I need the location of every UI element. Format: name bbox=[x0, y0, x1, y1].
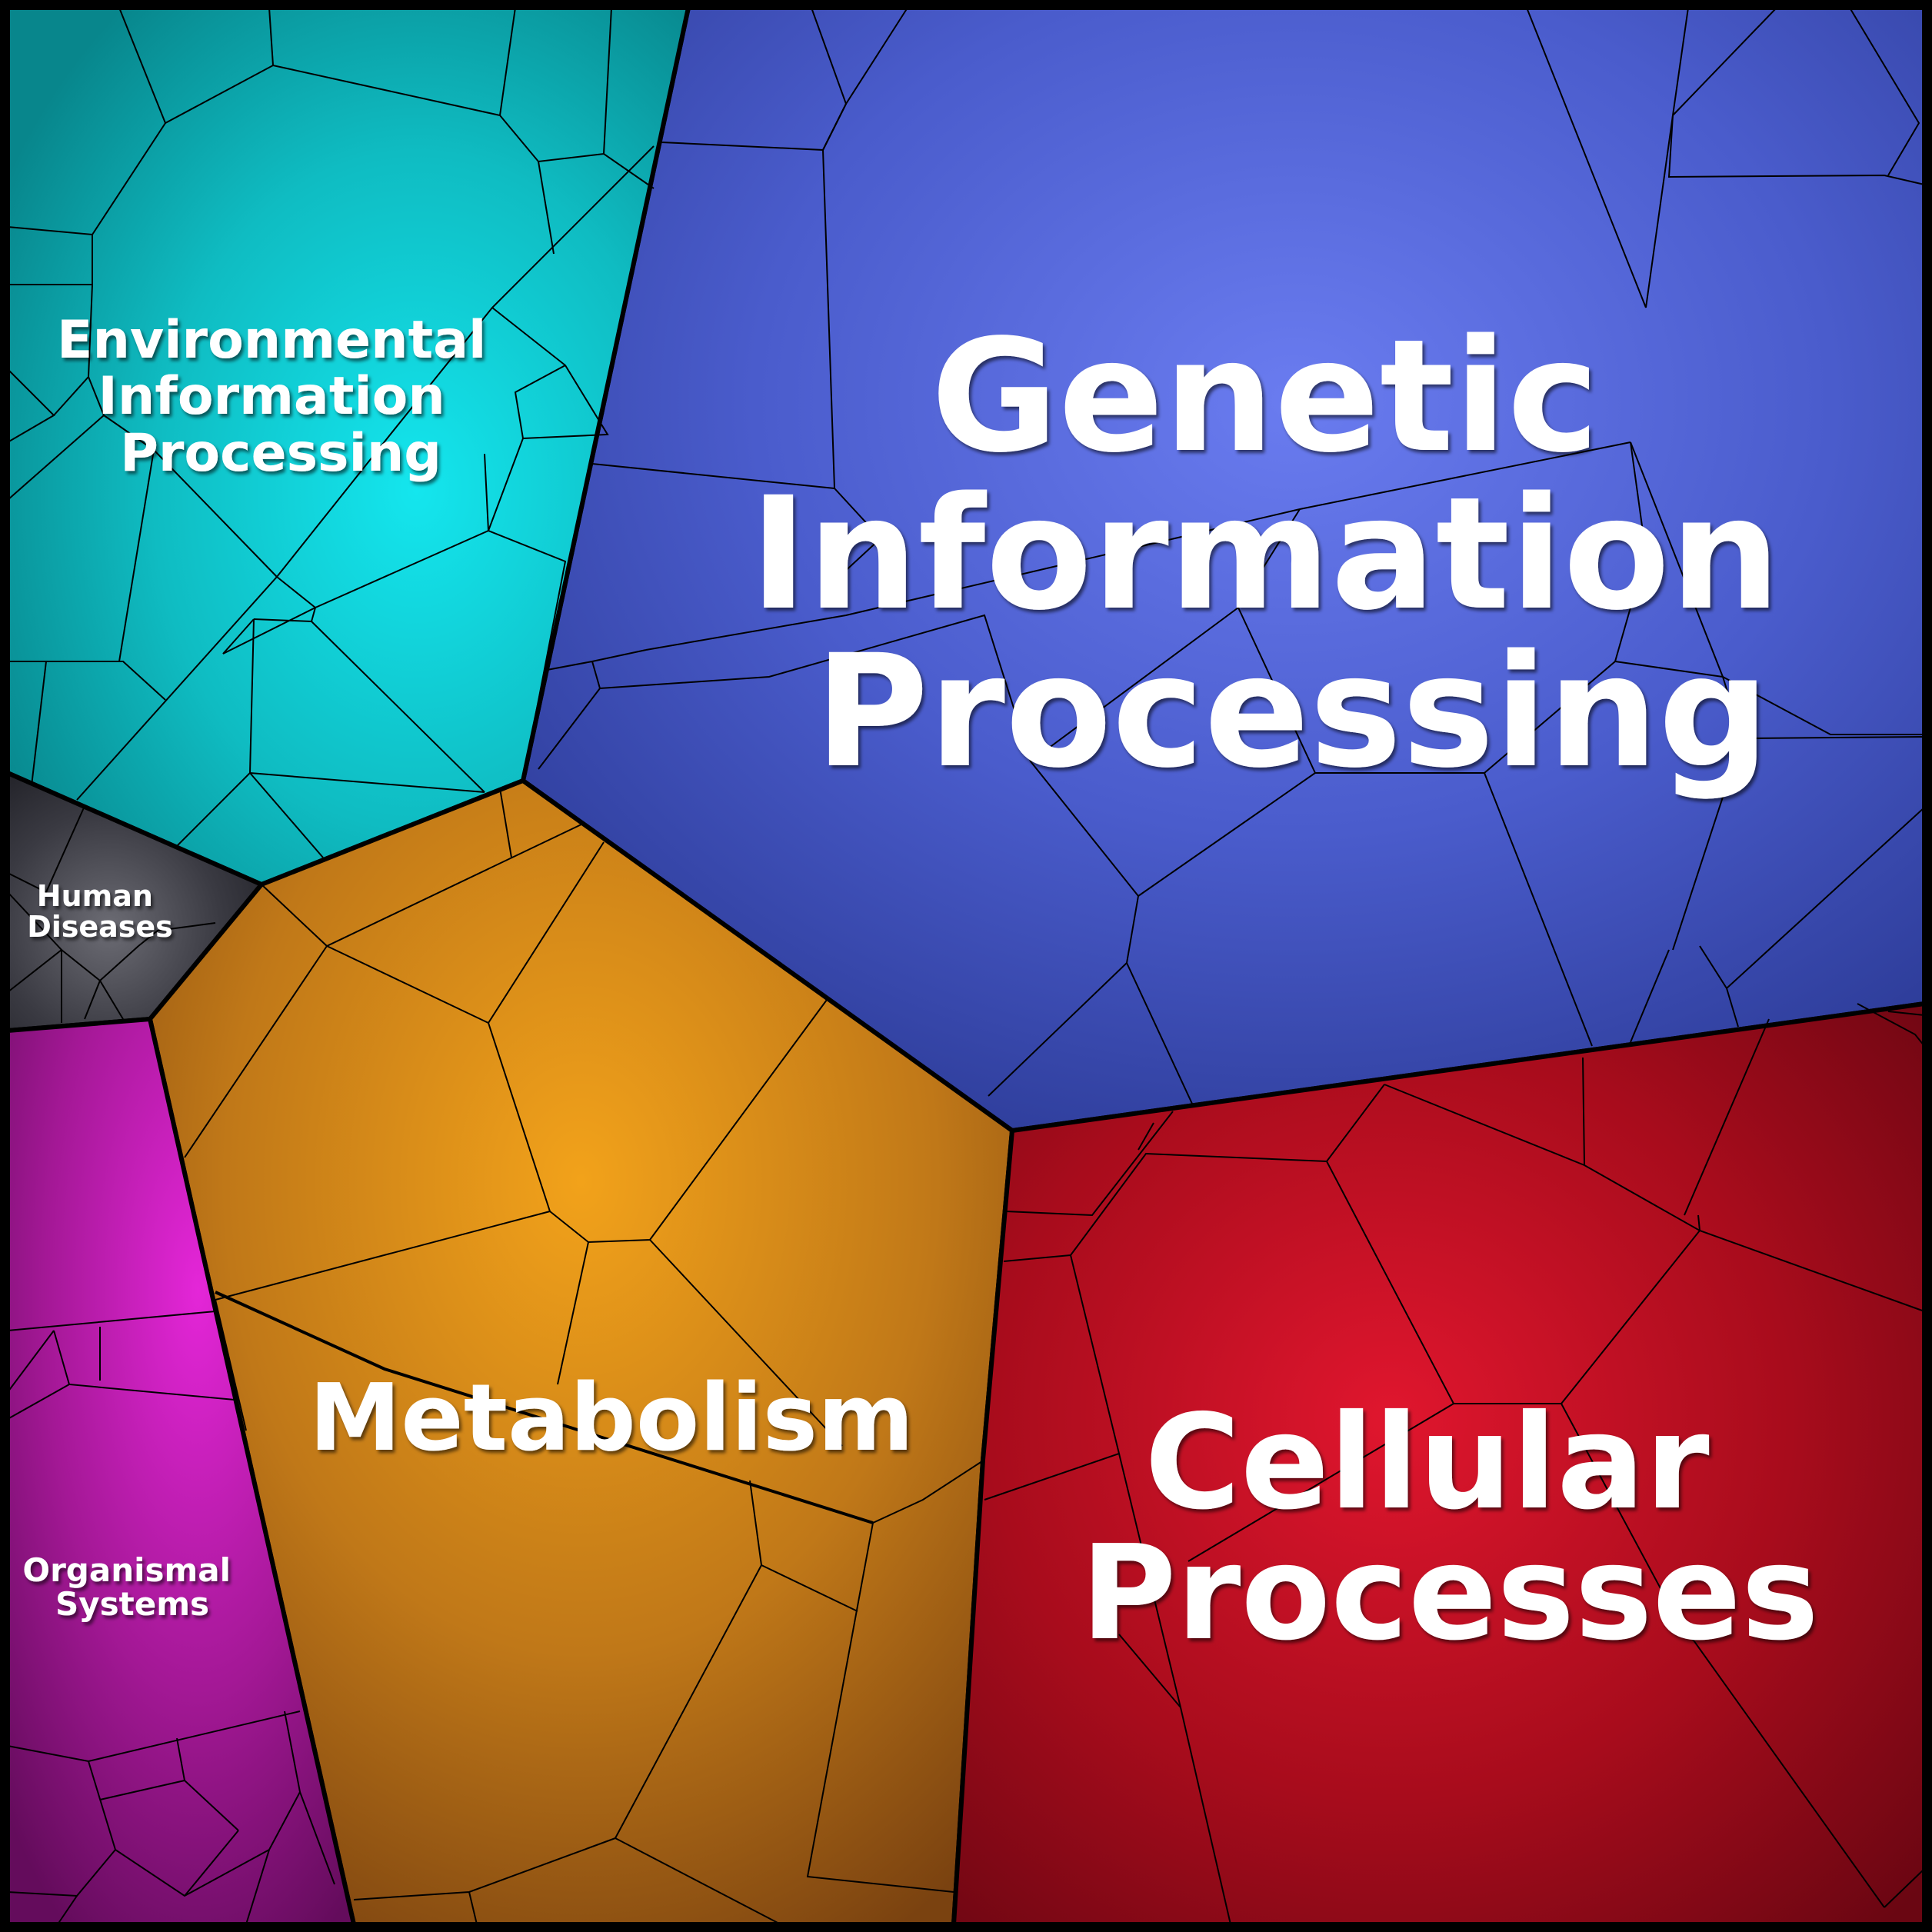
environmental-subcells bbox=[7, 7, 655, 858]
label-organismal-systems: Organismal Systems bbox=[22, 1551, 242, 1623]
label-human-diseases: Human Diseases bbox=[27, 879, 173, 944]
label-genetic-information-processing: Genetic Information Processing bbox=[750, 305, 1835, 802]
label-metabolism: Metabolism bbox=[309, 1365, 914, 1472]
label-environmental-information-processing: Environmental Information Processing bbox=[57, 310, 505, 484]
metabolism-subcells bbox=[184, 788, 985, 1925]
region-environmental-information-processing[interactable] bbox=[5, 5, 691, 887]
genetic-subcells bbox=[530, 7, 1925, 1104]
label-cellular-processes: Cellular Processes bbox=[1081, 1387, 1819, 1670]
cellular-subcells bbox=[984, 1003, 1925, 1925]
organismal-subcells bbox=[7, 1311, 335, 1925]
human-diseases-subcells bbox=[7, 805, 216, 1023]
